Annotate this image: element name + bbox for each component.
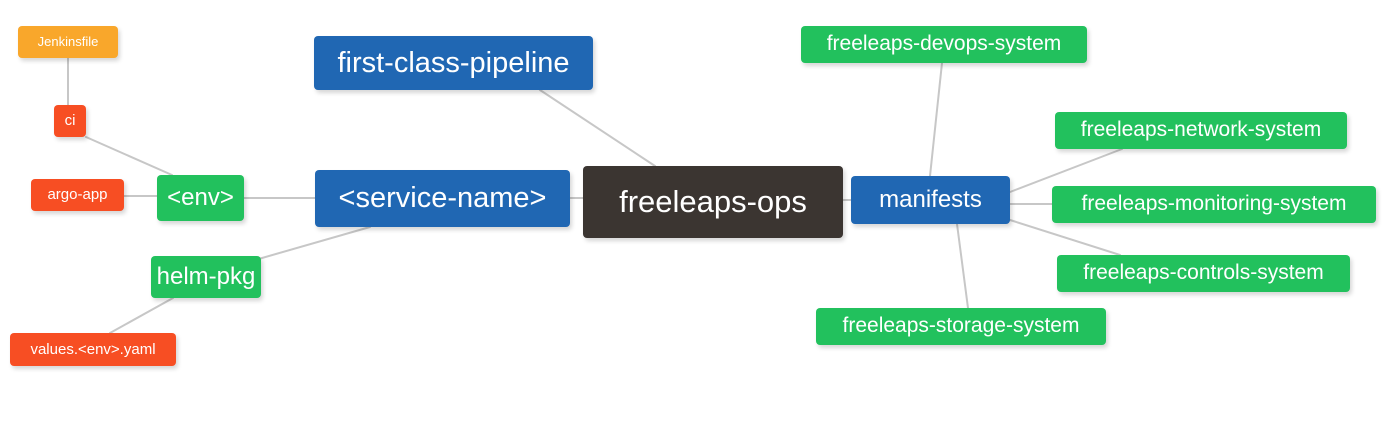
node-label-freeleaps-storage-system: freeleaps-storage-system bbox=[842, 314, 1080, 338]
edge-service-name-to-helm-pkg bbox=[247, 226, 371, 263]
node-label-service-name: <service-name> bbox=[338, 182, 547, 215]
node-env[interactable]: <env> bbox=[157, 175, 244, 221]
node-label-freeleaps-ops: freeleaps-ops bbox=[619, 183, 807, 219]
node-manifests[interactable]: manifests bbox=[851, 176, 1010, 224]
node-service-name[interactable]: <service-name> bbox=[315, 170, 570, 227]
node-values-yaml[interactable]: values.<env>.yaml bbox=[10, 333, 176, 366]
edge-manifests-to-freeleaps-devops-system bbox=[929, 62, 943, 177]
node-argo-app[interactable]: argo-app bbox=[31, 179, 124, 211]
node-label-jenkinsfile: Jenkinsfile bbox=[37, 34, 99, 50]
node-label-freeleaps-devops-system: freeleaps-devops-system bbox=[826, 32, 1062, 56]
node-helm-pkg[interactable]: helm-pkg bbox=[151, 256, 261, 298]
node-freeleaps-ops[interactable]: freeleaps-ops bbox=[583, 166, 843, 238]
edge-first-class-pipeline-to-freeleaps-ops bbox=[539, 89, 656, 167]
edge-manifests-to-freeleaps-controls-system bbox=[1009, 219, 1121, 256]
node-label-helm-pkg: helm-pkg bbox=[156, 263, 256, 291]
node-label-ci: ci bbox=[64, 112, 76, 130]
node-label-first-class-pipeline: first-class-pipeline bbox=[337, 46, 570, 79]
node-freeleaps-storage-system[interactable]: freeleaps-storage-system bbox=[816, 308, 1106, 345]
edge-env-to-ci bbox=[85, 136, 173, 176]
node-label-manifests: manifests bbox=[879, 186, 982, 214]
node-jenkinsfile[interactable]: Jenkinsfile bbox=[18, 26, 118, 58]
node-label-values-yaml: values.<env>.yaml bbox=[30, 340, 156, 358]
node-label-freeleaps-monitoring-system: freeleaps-monitoring-system bbox=[1081, 192, 1347, 216]
node-first-class-pipeline[interactable]: first-class-pipeline bbox=[314, 36, 593, 90]
node-freeleaps-network-system[interactable]: freeleaps-network-system bbox=[1055, 112, 1347, 149]
node-freeleaps-controls-system[interactable]: freeleaps-controls-system bbox=[1057, 255, 1350, 292]
node-label-argo-app: argo-app bbox=[47, 186, 108, 204]
node-label-freeleaps-network-system: freeleaps-network-system bbox=[1080, 118, 1322, 142]
node-ci[interactable]: ci bbox=[54, 105, 86, 137]
edge-helm-pkg-to-values-yaml bbox=[109, 297, 174, 334]
node-label-freeleaps-controls-system: freeleaps-controls-system bbox=[1083, 261, 1324, 285]
node-label-env: <env> bbox=[167, 184, 234, 212]
node-freeleaps-monitoring-system[interactable]: freeleaps-monitoring-system bbox=[1052, 186, 1376, 223]
edge-manifests-to-freeleaps-storage-system bbox=[956, 223, 969, 309]
node-freeleaps-devops-system[interactable]: freeleaps-devops-system bbox=[801, 26, 1087, 63]
